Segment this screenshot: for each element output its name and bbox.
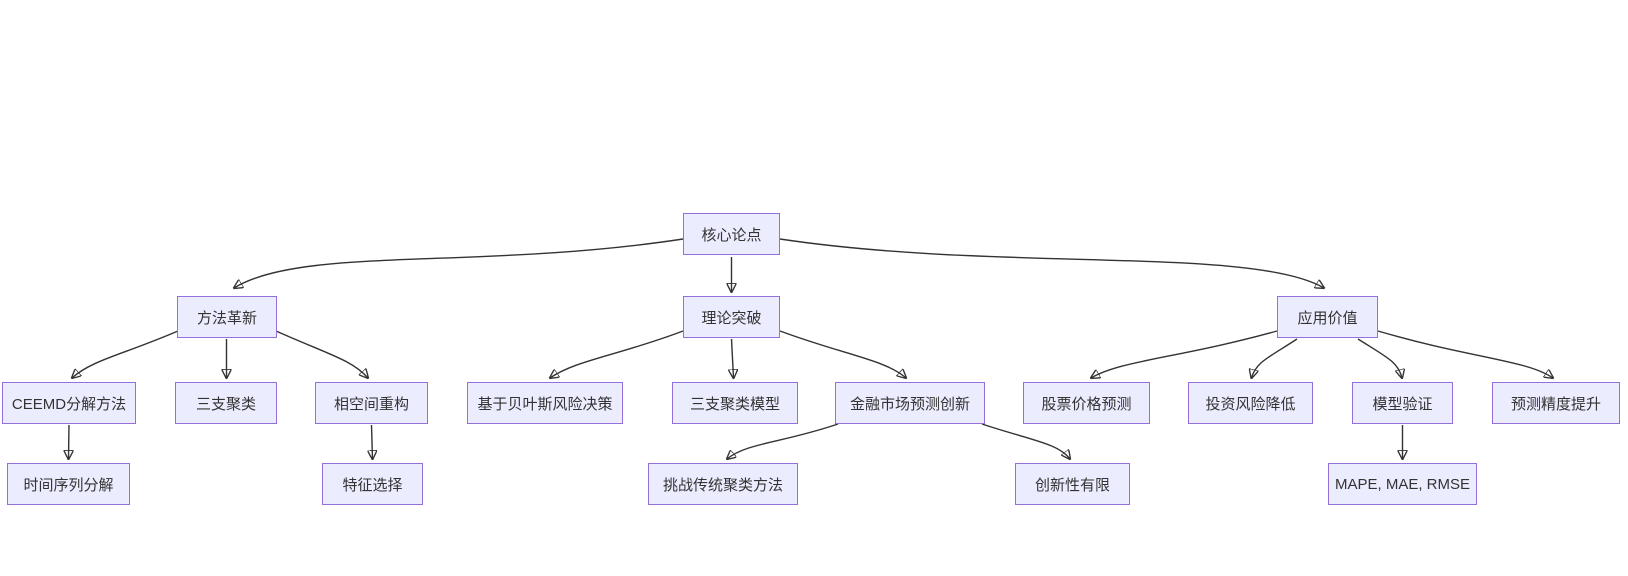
edge-method-to-ceemd	[72, 330, 179, 378]
node-limited-innovation: 创新性有限	[1015, 463, 1130, 505]
edge-application-to-model-validation	[1357, 338, 1402, 378]
node-three-way-clustering-model: 三支聚类模型	[672, 382, 798, 424]
edge-application-to-risk-reduction	[1252, 338, 1298, 378]
edge-ceemd-to-time-series	[69, 424, 70, 459]
node-challenge-traditional-clustering: 挑战传统聚类方法	[648, 463, 798, 505]
node-bayesian-risk-decision: 基于贝叶斯风险决策	[467, 382, 623, 424]
node-prediction-accuracy-improvement: 预测精度提升	[1492, 382, 1620, 424]
edge-market-innovation-to-challenge	[727, 423, 839, 459]
node-investment-risk-reduction: 投资风险降低	[1188, 382, 1313, 424]
edge-core-to-method-innovation	[234, 238, 684, 288]
edge-market-innovation-to-limited	[981, 423, 1070, 459]
edge-theory-to-bayesian	[550, 330, 684, 378]
edge-core-to-application-value	[779, 238, 1324, 288]
edge-application-to-accuracy	[1377, 330, 1553, 378]
edge-phase-space-to-feature-selection	[372, 424, 373, 459]
node-three-way-clustering: 三支聚类	[175, 382, 277, 424]
edge-method-to-phase-space	[275, 330, 368, 378]
node-time-series-decomposition: 时间序列分解	[7, 463, 130, 505]
node-core-thesis: 核心论点	[683, 213, 780, 255]
node-ceemd-method: CEEMD分解方法	[2, 382, 136, 424]
edge-theory-to-market-innovation	[779, 330, 906, 378]
node-metrics-mape-mae-rmse: MAPE, MAE, RMSE	[1328, 463, 1477, 505]
edge-theory-to-clustering-model	[732, 338, 734, 378]
node-method-innovation: 方法革新	[177, 296, 277, 338]
node-theory-breakthrough: 理论突破	[683, 296, 780, 338]
node-application-value: 应用价值	[1277, 296, 1378, 338]
node-phase-space-reconstruction: 相空间重构	[315, 382, 428, 424]
node-financial-market-innovation: 金融市场预测创新	[835, 382, 985, 424]
node-stock-price-prediction: 股票价格预测	[1023, 382, 1150, 424]
node-model-validation: 模型验证	[1352, 382, 1453, 424]
edge-application-to-stock-prediction	[1091, 330, 1278, 378]
node-feature-selection: 特征选择	[322, 463, 423, 505]
